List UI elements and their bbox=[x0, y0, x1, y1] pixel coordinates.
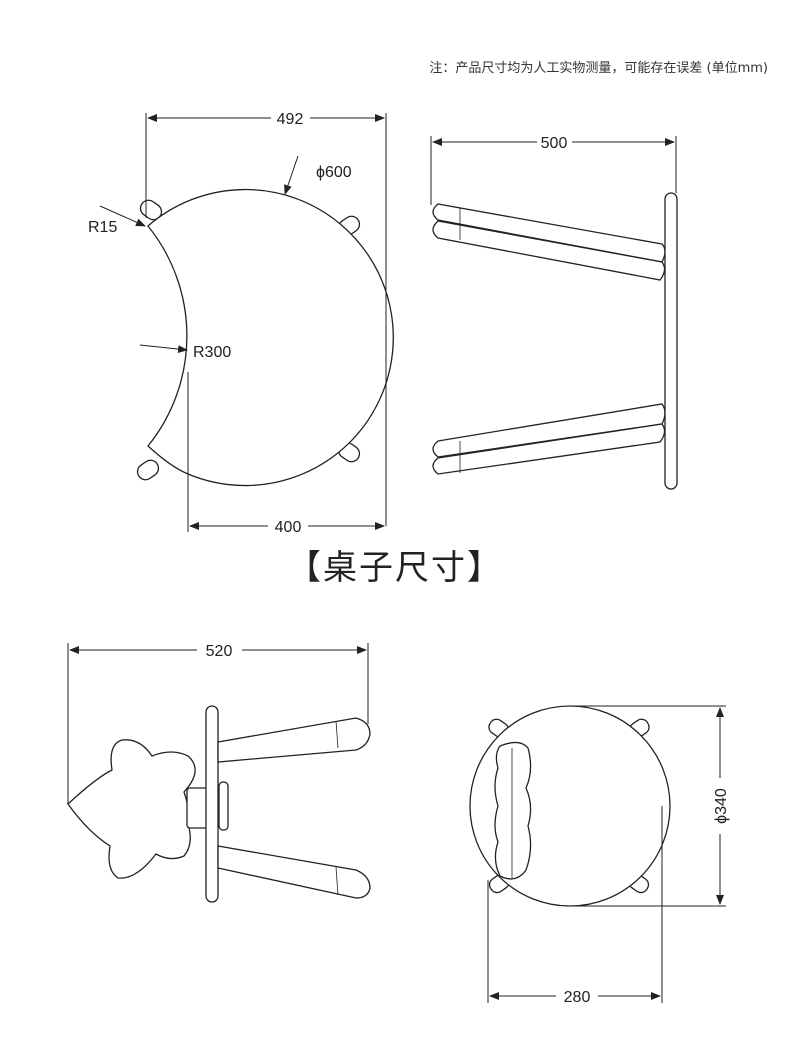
stool-backrest-top bbox=[494, 741, 532, 880]
measurement-note: 注：产品尺寸均为人工实物测量，可能存在误差 (单位mm) bbox=[429, 61, 768, 76]
table-side-leg-lower bbox=[432, 403, 666, 475]
table-top-view: 492 ϕ600 R15 R300 400 bbox=[88, 111, 394, 536]
crescent-tabletop bbox=[147, 188, 394, 487]
depth-400-label: 400 bbox=[275, 519, 302, 536]
table-leg-bottom-left bbox=[136, 459, 160, 481]
stool-side-view: 520 bbox=[67, 643, 371, 903]
stool-top-view: ϕ340 280 bbox=[469, 705, 730, 1006]
star-backrest bbox=[67, 739, 196, 879]
table-side-leg-upper bbox=[432, 203, 666, 281]
section-title: 【桌子尺寸】 bbox=[287, 548, 503, 588]
seat-bracket bbox=[218, 781, 229, 831]
stool-seat-edge bbox=[205, 705, 219, 903]
depth-280-label: 280 bbox=[564, 989, 591, 1006]
height-520-label: 520 bbox=[206, 643, 233, 660]
diameter-600-label: ϕ600 bbox=[316, 164, 352, 181]
corner-radius-r15-label: R15 bbox=[88, 219, 117, 236]
stool-leg-upper bbox=[217, 717, 371, 763]
diameter-340-label: ϕ340 bbox=[713, 788, 730, 824]
width-492-label: 492 bbox=[277, 111, 304, 128]
table-side-view: 500 bbox=[430, 135, 678, 490]
height-500-label: 500 bbox=[541, 135, 568, 152]
stool-leg-lower bbox=[217, 845, 371, 899]
table-side-top-edge bbox=[664, 192, 678, 490]
inner-radius-r300-label: R300 bbox=[193, 344, 231, 361]
